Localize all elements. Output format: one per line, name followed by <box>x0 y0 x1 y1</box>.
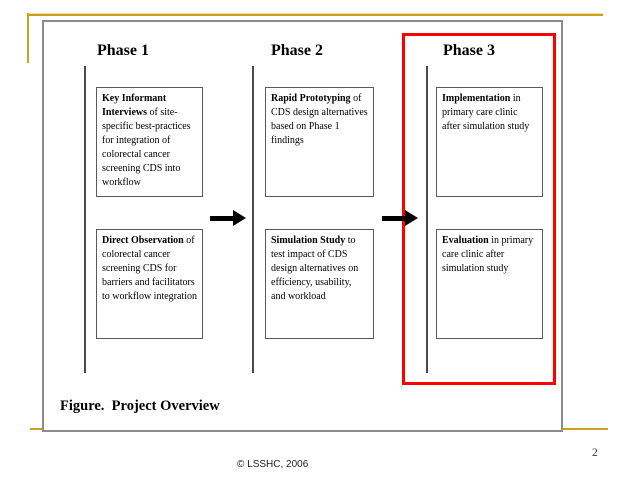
phase3-box-implementation: Implementation in primary care clinic af… <box>436 87 543 197</box>
gold-accent-line-top <box>27 13 603 16</box>
copyright-text: © LSSHC, 2006 <box>237 459 309 470</box>
arrow-head <box>233 210 246 226</box>
gold-accent-tick-bottom-left <box>30 428 44 430</box>
gold-accent-line-left <box>27 13 29 63</box>
box-body-text: of CDS design alternatives based on Phas… <box>271 93 368 146</box>
phase1-box-direct-observation: Direct Observation of colorectal cancer … <box>96 229 203 339</box>
phase1-box-key-informant-interviews: Key Informant Interviews of site-specifi… <box>96 87 203 197</box>
arrow-right-icon <box>382 210 418 226</box>
arrow-shaft <box>210 215 233 221</box>
arrow-shaft <box>382 215 405 221</box>
box-body-text: to test impact of CDS design alternative… <box>271 235 359 302</box>
box-lead-text: Simulation Study <box>271 235 346 246</box>
box-body-text: of site-specific best-practices for inte… <box>102 107 191 188</box>
phase2-divider-line <box>252 66 254 373</box>
phase2-box-simulation-study: Simulation Study to test impact of CDS d… <box>265 229 374 339</box>
box-body-text: of colorectal cancer screening CDS for b… <box>102 235 197 302</box>
phase2-header: Phase 2 <box>271 42 323 59</box>
phase1-header: Phase 1 <box>97 42 149 59</box>
figure-caption: Figure. Project Overview <box>60 398 220 414</box>
phase2-box-rapid-prototyping: Rapid Prototyping of CDS design alternat… <box>265 87 374 197</box>
arrow-right-icon <box>210 210 246 226</box>
gold-accent-line-bottom-right <box>563 428 608 430</box>
phase3-highlight-rectangle <box>402 33 556 385</box>
phase1-divider-line <box>84 66 86 373</box>
box-lead-text: Implementation <box>442 93 511 104</box>
box-lead-text: Evaluation <box>442 235 489 246</box>
box-lead-text: Direct Observation <box>102 235 184 246</box>
page-number: 2 <box>592 447 598 459</box>
box-body-text: in primary care clinic after simulation … <box>442 235 534 274</box>
phase3-divider-line <box>426 66 428 373</box>
phase3-box-evaluation: Evaluation in primary care clinic after … <box>436 229 543 339</box>
box-lead-text: Rapid Prototyping <box>271 93 351 104</box>
box-body-text: in primary care clinic after simulation … <box>442 93 530 132</box>
phase3-header: Phase 3 <box>443 42 495 59</box>
box-lead-text: Key Informant Interviews <box>102 93 167 118</box>
arrow-head <box>405 210 418 226</box>
